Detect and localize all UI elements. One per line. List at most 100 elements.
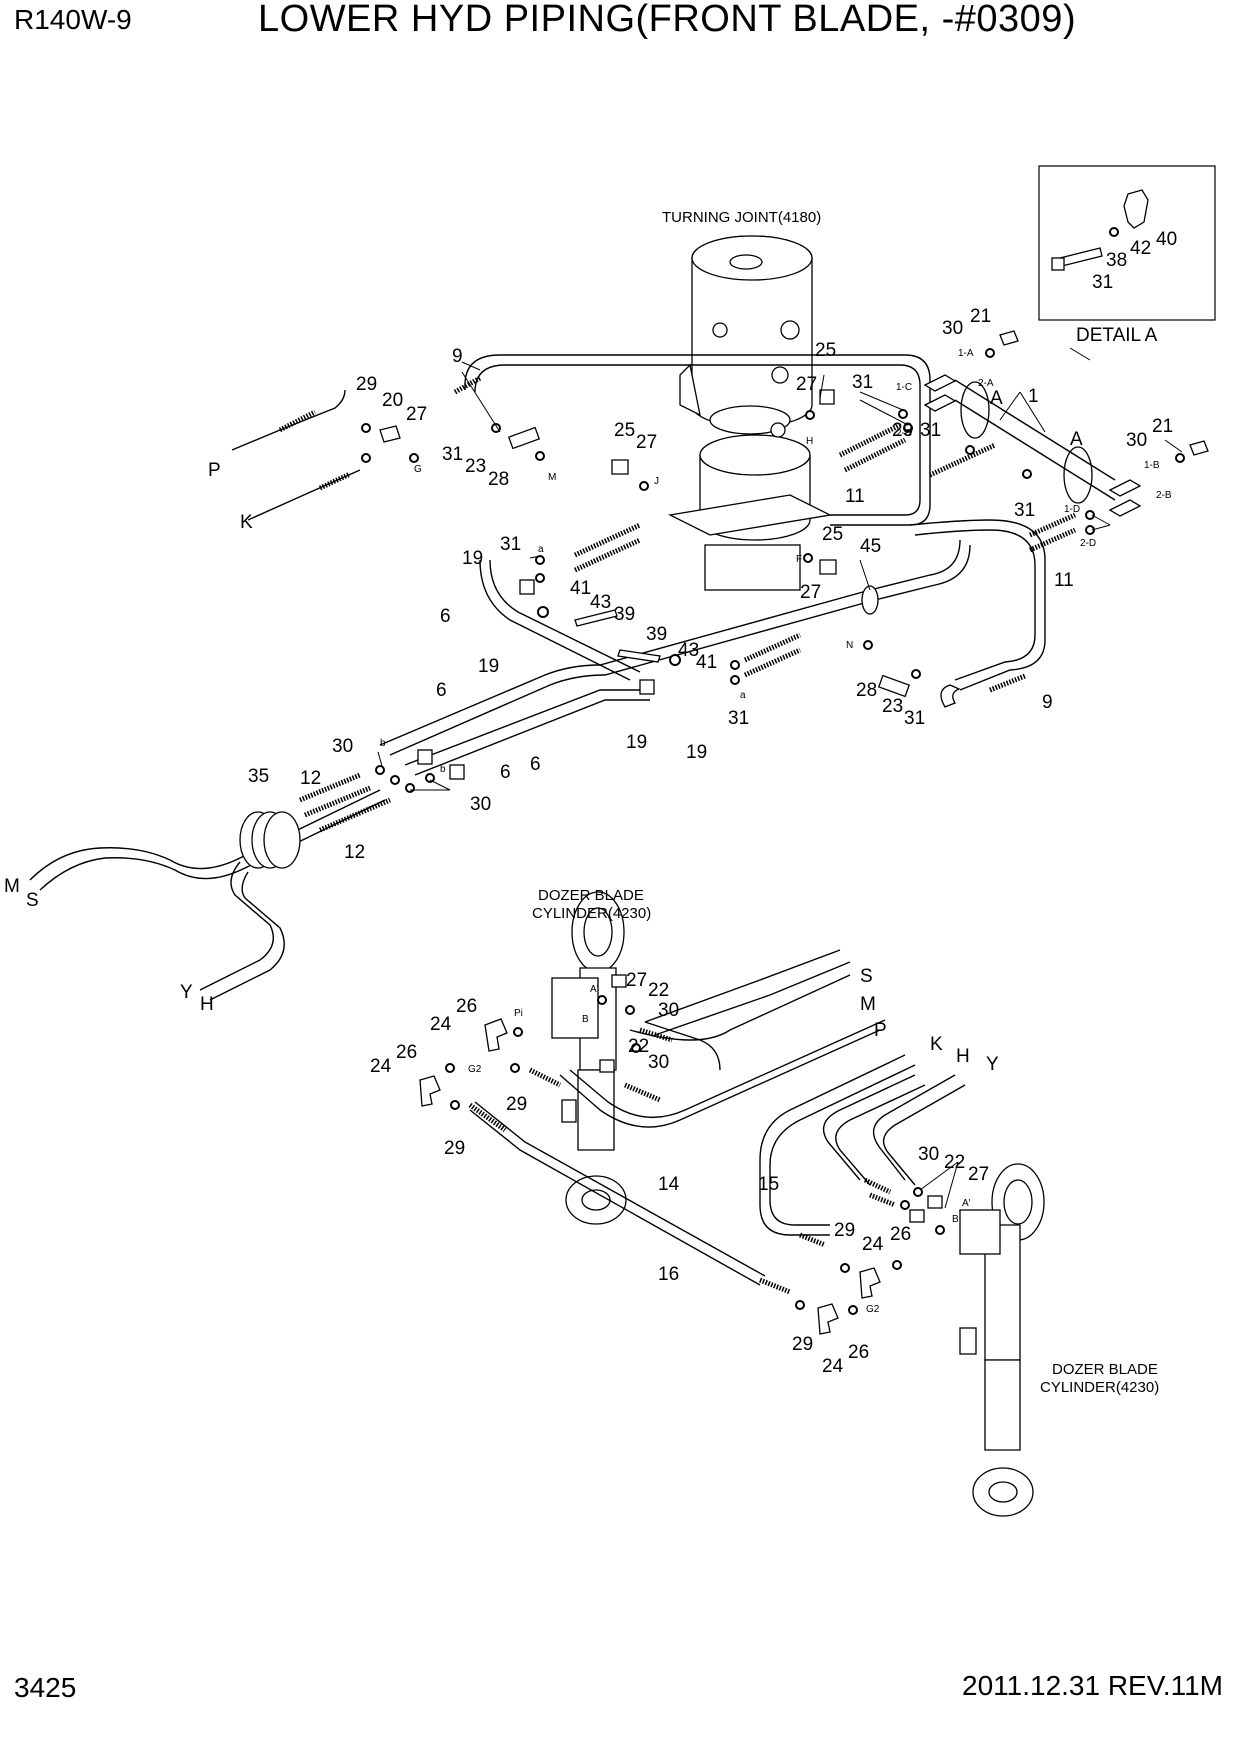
callout-26: 26 (396, 1042, 417, 1063)
callout-30: 30 (918, 1144, 939, 1165)
callout-24: 24 (370, 1056, 392, 1077)
callout-42: 38 (1106, 250, 1127, 271)
callout-29: 29 (792, 1334, 813, 1355)
callout-27: 27 (406, 404, 427, 425)
callout-19: 19 (626, 732, 647, 753)
callout-25: 25 (822, 524, 843, 545)
detail-a-box: 40 42 38 31 (1038, 165, 1216, 321)
line-letter-K: K (240, 512, 253, 533)
callout-45: 45 (860, 536, 881, 557)
port-label: Pi (514, 1008, 523, 1019)
callout-21: 21 (970, 306, 991, 327)
leader-lines (377, 347, 1183, 1209)
callout-30: 30 (470, 794, 491, 815)
port-label: 2-A (978, 378, 994, 389)
callout-22: 22 (944, 1152, 965, 1173)
callout-6: 6 (500, 762, 511, 783)
port-label: 1-C (896, 382, 912, 393)
callout-30: 30 (1126, 430, 1147, 451)
page-number: 3425 (14, 1672, 77, 1703)
page-title: LOWER HYD PIPING(FRONT BLADE, -#0309) (258, 0, 1077, 40)
callout-23: 23 (882, 696, 903, 717)
line-letter-Y: Y (180, 982, 193, 1003)
dozer-cylinder-caption-2b: CYLINDER(4230) (1040, 1379, 1159, 1396)
callout-15: 15 (758, 1174, 779, 1195)
callout-29: 29 (834, 1220, 855, 1241)
callout-28: 28 (856, 680, 877, 701)
dozer-cylinder-caption-2a: DOZER BLADE (1052, 1361, 1158, 1378)
callout-21: 21 (1152, 416, 1173, 437)
callout-31: 31 (500, 534, 521, 555)
callout-14: 14 (658, 1174, 680, 1195)
callout-43: 43 (590, 592, 611, 613)
port-label: 2-B (1156, 490, 1172, 501)
callout-numbers: 9 29 20 27 31 23 28 25 27 25 27 31 1 30 … (248, 306, 1173, 1377)
revision-date: 2011.12.31 REV.11M (962, 1670, 1224, 1701)
line-letter-P: P (874, 1020, 887, 1041)
callout-26: 26 (890, 1224, 911, 1245)
callout-24: 24 (822, 1356, 844, 1377)
callout-23: 23 (465, 456, 486, 477)
callout-27: 27 (796, 374, 817, 395)
port-label: J (654, 476, 659, 487)
port-label: 1-D (1064, 504, 1080, 515)
callout-6: 6 (436, 680, 447, 701)
line-letter-M: M (860, 994, 876, 1015)
port-label: 1-A (958, 348, 974, 359)
callout-19: 19 (462, 548, 483, 569)
callout-26: 26 (848, 1342, 869, 1363)
callout-27: 27 (800, 582, 821, 603)
callout-17: 40 (1156, 229, 1177, 250)
port-label: A' (590, 984, 599, 995)
callout-24: 24 (862, 1234, 884, 1255)
callout-38: 31 (1092, 272, 1113, 293)
callout-12: 12 (344, 842, 365, 863)
port-label: 2-D (1080, 538, 1096, 549)
port-label: 2-C (896, 428, 912, 439)
dozer-cylinder-caption-1a: DOZER BLADE (538, 887, 644, 904)
turning-joint (667, 235, 833, 591)
callout-25: 25 (815, 340, 836, 361)
callout-22: 22 (648, 980, 669, 1001)
callout-31: 31 (442, 444, 463, 465)
line-letter-S: S (860, 966, 873, 987)
callout-39: 39 (646, 624, 667, 645)
callout-12: 12 (300, 768, 321, 789)
port-label: a (740, 690, 746, 701)
port-label: G2 (866, 1304, 880, 1315)
port-label: B (582, 1014, 589, 1025)
callout-25: 25 (614, 420, 635, 441)
section-a-label: A (1070, 429, 1083, 450)
callout-29: 29 (356, 374, 377, 395)
callout-27: 27 (636, 432, 657, 453)
callout-9: 9 (452, 346, 463, 367)
line-letters: P K M S Y H S M P K H Y (4, 460, 999, 1075)
callout-31: 31 (852, 372, 873, 393)
port-label: F (796, 554, 802, 565)
callout-22: 22 (628, 1036, 649, 1057)
callout-41: 41 (570, 578, 591, 599)
callout-43: 43 (678, 640, 699, 661)
line-letter-H: H (956, 1046, 970, 1067)
callout-30: 30 (332, 736, 353, 757)
callout-29: 29 (444, 1138, 465, 1159)
model-number: R140W-9 (14, 4, 132, 35)
line-letter-K: K (930, 1034, 943, 1055)
turning-joint-caption: TURNING JOINT(4180) (662, 209, 821, 226)
line-letter-H: H (200, 994, 214, 1015)
callout-41: 41 (696, 652, 717, 673)
upper-pipes (29, 330, 1209, 1001)
port-label: B (952, 1214, 959, 1225)
callout-31: 31 (1014, 500, 1035, 521)
port-label: N (846, 640, 853, 651)
callout-11: 11 (1054, 570, 1074, 591)
callout-31: 31 (920, 420, 941, 441)
callout-31: 31 (904, 708, 925, 729)
port-label: b (440, 764, 446, 775)
port-label: 1-B (1144, 460, 1160, 471)
section-a-label: A (990, 388, 1003, 409)
detail-a-caption: DETAIL A (1076, 325, 1158, 346)
callout-29: 29 (506, 1094, 527, 1115)
callout-26: 26 (456, 996, 477, 1017)
